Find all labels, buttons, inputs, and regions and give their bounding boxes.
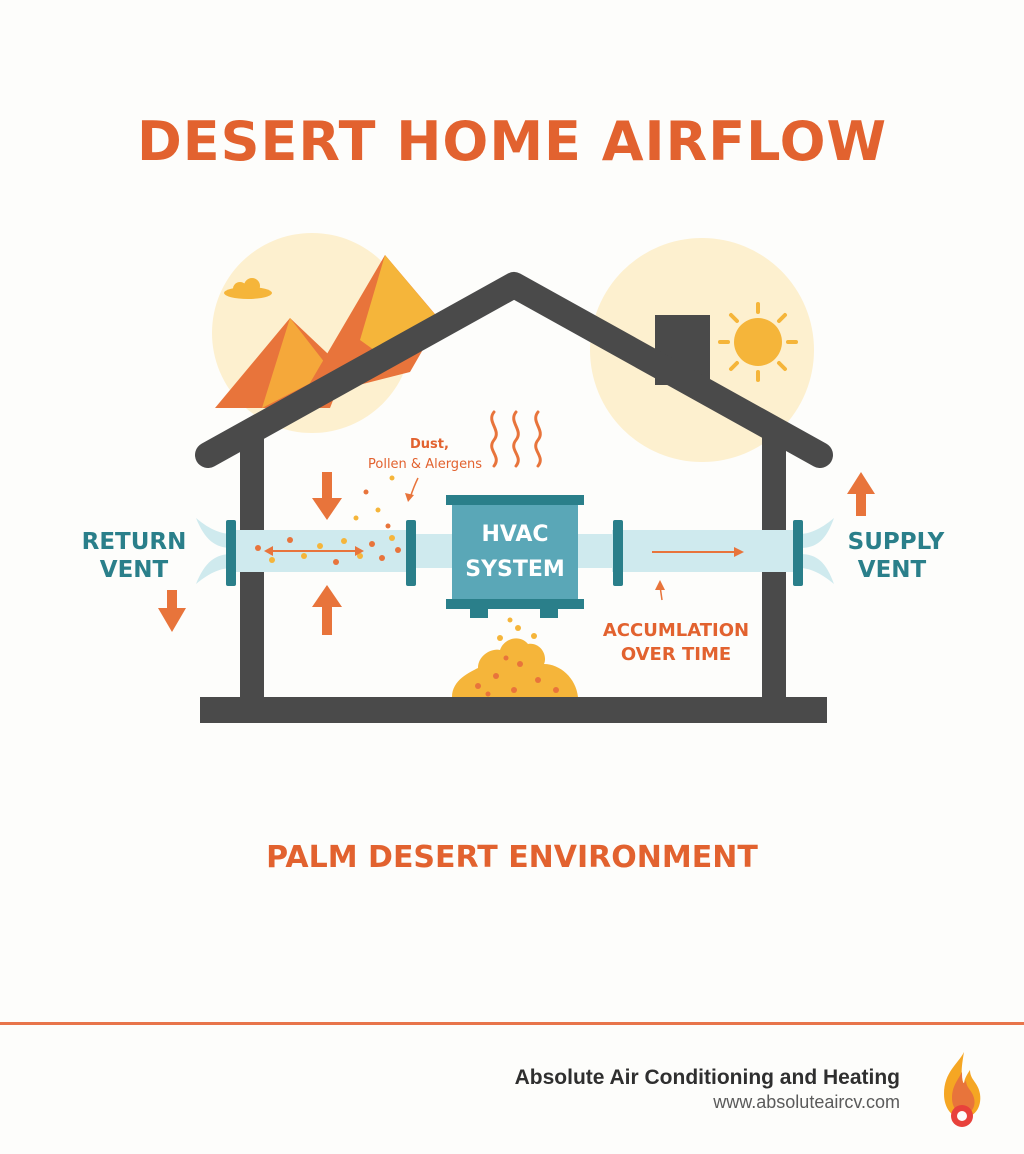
heat-waves-icon xyxy=(490,410,542,468)
airflow-double-arrow xyxy=(264,546,364,556)
accumulation-pointer-head xyxy=(655,580,665,590)
flame-logo-icon xyxy=(944,1052,981,1127)
footer-brand: Absolute Air Conditioning and Heating ww… xyxy=(515,1066,900,1113)
footer-divider xyxy=(0,1022,1024,1025)
supply-flow-arrow xyxy=(652,547,744,557)
company-url[interactable]: www.absoluteaircv.com xyxy=(713,1092,900,1112)
page-title: DESERT HOME AIRFLOW xyxy=(136,110,888,173)
dust-pile-icon xyxy=(452,617,578,697)
dust-pointer-head xyxy=(405,493,414,502)
return-vent-arrow-icon xyxy=(158,590,186,632)
return-vent-label-line2: VENT xyxy=(100,557,169,583)
intake-arrows xyxy=(312,472,342,635)
return-vent-label-line1: RETURN xyxy=(82,529,187,555)
environment-caption: PALM DESERT ENVIRONMENT xyxy=(266,840,758,875)
dust-label-line1: Dust, xyxy=(410,437,449,452)
sun-icon xyxy=(718,302,798,382)
accumulation-label-line2: OVER TIME xyxy=(621,644,731,665)
hvac-label-line2: SYSTEM xyxy=(465,557,565,582)
dust-particles xyxy=(255,475,401,565)
duct-system xyxy=(196,518,834,586)
hvac-unit: HVAC SYSTEM xyxy=(446,495,584,618)
accumulation-label-line1: ACCUMLATION xyxy=(603,620,749,641)
supply-vent-label-line2: VENT xyxy=(858,557,927,583)
dust-label-line2: Pollen & Alergens xyxy=(368,457,482,472)
hvac-label-line1: HVAC xyxy=(481,522,548,547)
cloud-icon xyxy=(224,278,272,299)
company-name: Absolute Air Conditioning and Heating xyxy=(514,1066,900,1089)
supply-vent-arrow-icon xyxy=(847,472,875,516)
supply-vent-label-line1: SUPPLY xyxy=(848,529,945,555)
